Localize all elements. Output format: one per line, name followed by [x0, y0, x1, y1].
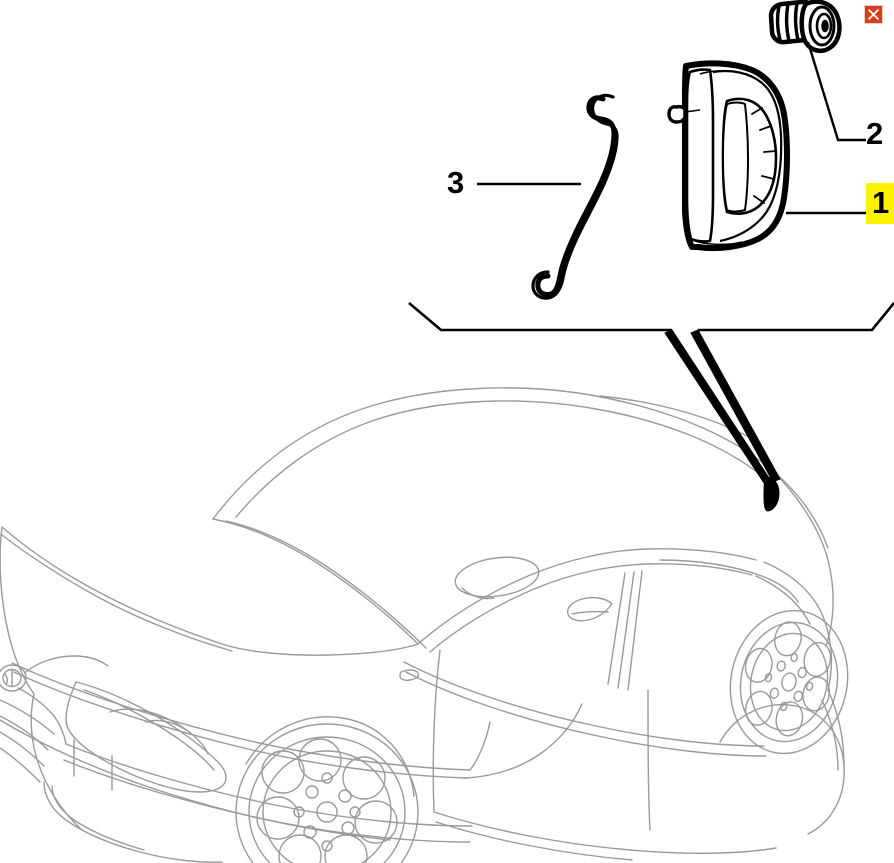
leader-line-2: [806, 41, 866, 142]
vehicle-illustration: [0, 387, 849, 863]
part-operating-rod: [531, 93, 619, 300]
location-pointer: [664, 329, 781, 484]
close-icon[interactable]: [864, 5, 883, 24]
rear-door-handle-location-marker: [763, 476, 780, 512]
part-door-handle-bezel: [667, 60, 790, 252]
callout-number-1[interactable]: 1: [866, 183, 894, 224]
callout-leader-lines: [477, 41, 868, 215]
callout-number-3[interactable]: 3: [447, 165, 465, 200]
part-fixing-screw: [768, 0, 842, 54]
callout-number-2[interactable]: 2: [866, 116, 884, 151]
assembly-location-bracket: [408, 302, 894, 332]
